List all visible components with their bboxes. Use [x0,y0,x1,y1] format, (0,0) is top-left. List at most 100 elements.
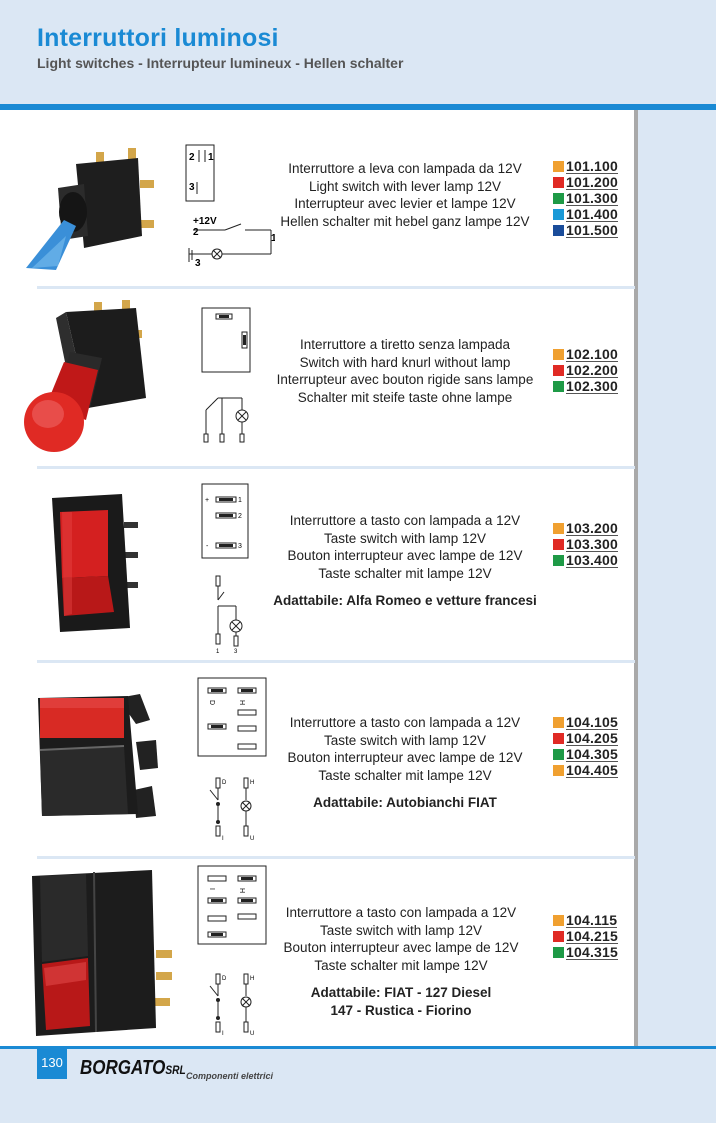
voltage-label: +12V [193,216,217,227]
code-item: 103.400 [553,552,619,568]
product-code: 103.200 [566,519,619,536]
page-header [0,0,716,108]
product-code: 104.405 [566,761,619,778]
compatibility-note: Adattabile: FIAT - 127 Diesel [310,985,492,1000]
product-row: + 1 2 - 3 1 3 Interruttore a tasto con l… [0,480,634,660]
desc-fr: Interrupteur avec levier et lampe 12V [294,196,516,211]
code-item: 101.100 [553,158,619,174]
product-code: 101.300 [566,189,619,206]
code-list: 101.100 101.200 101.300 101.400 101.500 [553,158,619,238]
code-item: 102.200 [553,362,619,378]
desc-it: Interruttore a leva con lampada da 12V [288,161,522,176]
wiring-diagram: I H D I H U [197,865,267,1036]
desc-en: Light switch with lever lamp 12V [308,178,502,194]
pin-label: H [238,700,245,705]
code-item: 104.315 [553,944,619,960]
code-list: 102.100 102.200 102.300 [553,345,619,394]
product-code: 104.305 [566,745,619,762]
row-separator [37,286,635,289]
product-code: 104.215 [566,927,619,944]
pin-label: 3 [189,182,195,193]
pin-label: U [250,836,254,842]
code-item: 102.300 [553,378,619,394]
color-swatch [553,348,564,360]
pin-label: U [250,1031,254,1036]
product-row: I H D I H U Interruttore a tasto con lam… [0,864,634,1046]
brand-suffix: SRL [165,1063,186,1077]
pin-label: 3 [195,258,201,268]
compatibility-note: Adattabile: Alfa Romeo e vetture frances… [273,593,537,608]
pin-label: 3 [234,649,238,654]
desc-de: Taste schalter mit lampe 12V [314,957,488,973]
page-subtitle: Light switches - Interrupteur lumineux -… [37,55,404,71]
desc-it: Interruttore a tasto con lampada a 12V [285,905,517,920]
pin-label: - [206,543,209,550]
brand-name: BORGATO [80,1057,166,1079]
desc-it: Interruttore a tasto con lampada a 12V [289,513,521,528]
page-number: 130 [37,1049,67,1079]
product-description: Interruttore a tasto con lampada a 12V T… [240,714,570,812]
pin-label: D [222,976,227,982]
product-code: 101.500 [566,221,619,238]
pin-label: 1 [238,497,242,504]
pin-label: H [250,780,254,786]
color-swatch [553,946,564,958]
product-code: 101.400 [566,205,619,222]
color-swatch [553,208,564,220]
product-code: 104.205 [566,729,619,746]
wiring-diagram [201,307,251,443]
brand-tagline: Componenti elettrici [186,1071,274,1081]
pin-label: 1 [208,152,214,163]
desc-de: Taste schalter mit lampe 12V [318,767,492,783]
code-item: 102.100 [553,345,619,362]
desc-de: Hellen schalter mit hebel ganz lampe 12V [280,213,530,229]
row-separator [37,660,635,663]
push-pull-switch-photo [24,300,146,452]
pin-label: 1 [216,649,220,654]
product-code: 103.300 [566,535,619,552]
code-item: 104.405 [553,761,619,778]
color-swatch [553,522,564,534]
desc-en: Switch with hard knurl without lamp [299,354,511,370]
row-separator [37,856,635,859]
wiring-diagram: D H D I H U [197,677,267,842]
code-item: 103.200 [553,519,619,536]
desc-de: Taste schalter mit lampe 12V [318,565,492,581]
desc-it: Interruttore a tasto con lampada a 12V [289,715,521,730]
code-item: 101.200 [553,173,619,190]
pin-label: 3 [238,543,242,550]
product-code: 102.100 [566,345,619,362]
desc-fr: Bouton interrupteur avec lampe de 12V [287,548,523,563]
code-list: 104.115 104.215 104.315 [553,912,619,960]
compatibility-note: Adattabile: Autobianchi FIAT [313,795,497,810]
color-swatch [553,716,564,728]
pin-label: 2 [189,152,195,163]
product-code: 101.200 [566,173,619,190]
desc-en: Taste switch with lamp 12V [319,922,483,938]
rocker-switch-photo [52,494,138,632]
color-swatch [553,192,564,204]
code-item: 104.215 [553,927,619,944]
color-swatch [553,732,564,744]
brand-logo: BORGATOSRL [80,1057,186,1080]
color-swatch [553,224,564,236]
pin-label: D [222,780,227,786]
footer-rule [0,1046,716,1049]
product-description: Interruttore a tiretto senza lampada Swi… [240,336,570,406]
code-item: 104.115 [553,912,618,928]
rocker-switch-photo [32,870,172,1036]
pin-label: D [208,700,215,705]
pin-label: I [222,836,224,842]
desc-fr: Interrupteur avec bouton rigide sans lam… [276,372,534,387]
pin-label: 2 [193,227,199,238]
color-swatch [553,930,564,942]
page-footer [0,1046,716,1123]
desc-fr: Bouton interrupteur avec lampe de 12V [283,940,519,955]
right-divider [634,110,638,1050]
desc-de: Schalter mit steife taste ohne lampe [297,389,513,405]
rocker-switch-photo [38,694,158,818]
pin-label: 2 [238,513,242,520]
lever-switch-photo [26,148,154,270]
color-swatch [553,748,564,760]
desc-en: Taste switch with lamp 12V [323,530,487,546]
